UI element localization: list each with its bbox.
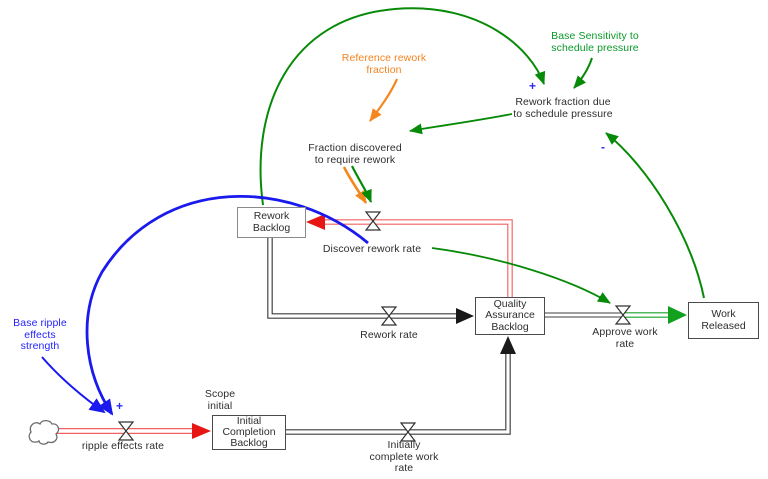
var-scope-initial[interactable]: Scope initial (204, 388, 236, 412)
var-fraction-discovered-to-require-rework[interactable]: Fraction discovered to require rework (308, 142, 402, 166)
flow-arrowhead-into-rework-backlog (306, 214, 325, 230)
valve-approve-work-rate[interactable] (614, 305, 632, 325)
causal-arrow-base-ripple-to-ripple-valve (41, 356, 106, 414)
causal-arrow-work-released-to-rework-fraction (605, 132, 705, 299)
polarity-minus-work-released: - (601, 140, 605, 154)
flow-pipe-ripple-effects (50, 423, 211, 439)
stock-work-released-label: Work Released (701, 308, 746, 332)
rate-label-rework-rate[interactable]: Rework rate (360, 329, 418, 341)
causal-arrow-reference-fraction-to-fraction-discovered (369, 78, 399, 122)
var-base-sensitivity-to-schedule-pressure[interactable]: Base Sensitivity to schedule pressure (551, 30, 639, 54)
rate-label-initially-complete-work-rate[interactable]: Initially complete work rate (369, 439, 439, 474)
flow-arrowhead-into-work-released (668, 306, 687, 324)
flow-arrowhead-into-initial-backlog (192, 423, 211, 439)
stock-initial-completion-backlog[interactable]: Initial Completion Backlog (212, 415, 286, 450)
flow-pipe-rework-rate (267, 238, 474, 324)
stock-quality-assurance-backlog[interactable]: Quality Assurance Backlog (475, 297, 545, 335)
stock-quality-assurance-backlog-label: Quality Assurance Backlog (485, 298, 535, 333)
causal-arrow-rework-fraction-to-fraction-discovered (409, 113, 513, 135)
var-rework-fraction-due-to-schedule-pressure[interactable]: Rework fraction due to schedule pressure (513, 96, 613, 120)
valve-ripple-effects-rate[interactable] (117, 421, 135, 441)
flow-pipe-discover-rework (306, 214, 513, 297)
valve-initially-complete-work-rate[interactable] (399, 422, 417, 442)
causal-arrow-discover-rate-to-approve-valve (431, 247, 611, 304)
causal-arrow-base-sensitivity-to-rework-fraction (573, 57, 593, 89)
valve-discover-rework-rate[interactable] (364, 211, 382, 231)
polarity-plus-ripple: + (116, 399, 124, 413)
flow-arrowhead-into-qa-bottom (500, 336, 516, 354)
causal-arrow-rework-backlog-to-rework-fraction (259, 7, 546, 206)
rate-label-discover-rework-rate[interactable]: Discover rework rate (322, 243, 422, 255)
flow-pipe-initially-complete (286, 336, 516, 435)
var-reference-rework-fraction[interactable]: Reference rework fraction (341, 52, 427, 76)
rate-label-approve-work-rate[interactable]: Approve work rate (592, 326, 658, 350)
stock-initial-completion-backlog-label: Initial Completion Backlog (222, 414, 276, 450)
stock-rework-backlog-label: Rework Backlog (252, 210, 291, 234)
polarity-plus-rework-fraction: + (529, 79, 537, 93)
cloud-source-icon[interactable] (28, 419, 60, 445)
flow-pipe-approve-work (545, 306, 687, 324)
stock-rework-backlog[interactable]: Rework Backlog (237, 207, 306, 238)
rate-label-ripple-effects-rate[interactable]: ripple effects rate (81, 440, 165, 452)
flow-arrowhead-into-qa-left (456, 308, 474, 324)
valve-rework-rate[interactable] (380, 306, 398, 326)
causal-arrow-discover-rate-to-ripple-valve (85, 195, 369, 416)
causal-arrow-fraction-discovered-to-discover-valve (351, 165, 373, 203)
stock-work-released[interactable]: Work Released (688, 302, 759, 339)
var-base-ripple-effects-strength[interactable]: Base ripple effects strength (13, 317, 67, 352)
